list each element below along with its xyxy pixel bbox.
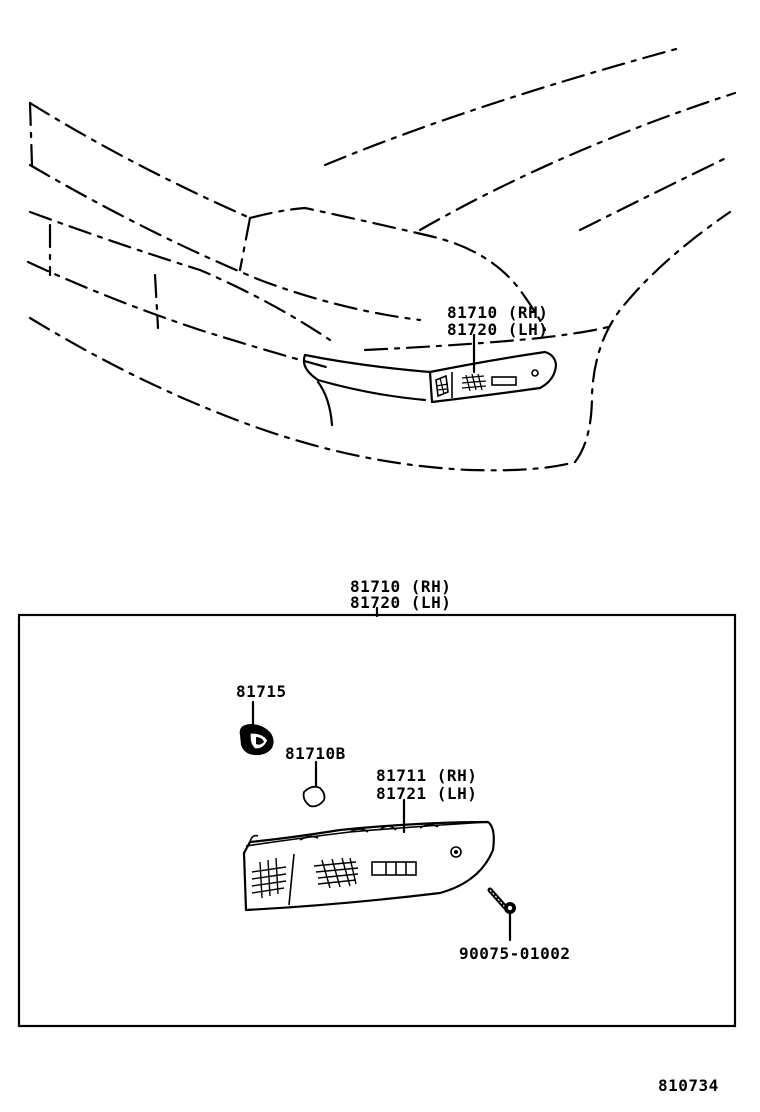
assembly-header-lh: 81720 (LH) <box>350 593 452 612</box>
part-lens-lh-label: 81721 (LH) <box>376 784 478 803</box>
assembly-header-rh: 81710 (RH) <box>350 577 452 596</box>
bulb-81710b <box>302 760 326 808</box>
part-lens-rh-label: 81711 (RH) <box>376 766 478 785</box>
part-socket-label: 81715 <box>236 682 287 701</box>
car-body-outline <box>26 46 737 472</box>
lens-81711 <box>242 820 495 912</box>
lamp-installed-small <box>428 350 558 404</box>
callout-lh-top: 81720 (LH) <box>447 320 549 339</box>
assembly-frame <box>17 613 737 1028</box>
bumper-lamp-recess <box>302 353 432 427</box>
part-bulb-label: 81710B <box>285 744 346 763</box>
callout-rh-top: 81710 (RH) <box>447 303 549 322</box>
socket-81715 <box>239 700 274 756</box>
screw-90075 <box>487 887 516 942</box>
part-screw-label: 90075-01002 <box>459 944 571 963</box>
figure-code: 810734 <box>658 1076 719 1095</box>
